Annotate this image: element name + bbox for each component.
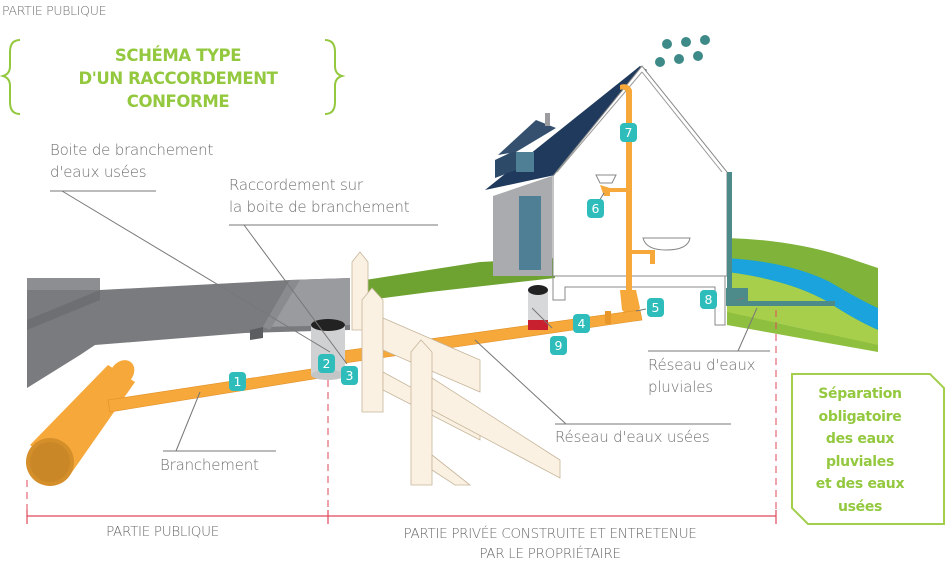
badge-4: 4 — [573, 314, 590, 333]
badge-7: 7 — [620, 123, 637, 142]
label-line: PAR LE PROPRIÉTAIRE — [479, 546, 621, 562]
right-brace — [324, 39, 346, 115]
note-line: usées — [837, 498, 883, 515]
badge-2: 2 — [318, 354, 335, 373]
badge-8: 8 — [700, 290, 717, 309]
pipe-joint — [605, 311, 611, 324]
diagram-title: SCHÉMA TYPE D'UN RACCORDEMENT CONFORME — [40, 44, 316, 113]
title-line: D'UN RACCORDEMENT — [78, 69, 278, 88]
separation-note: Séparation obligatoire des eaux pluviale… — [790, 383, 930, 518]
badge-9: 9 — [550, 336, 567, 355]
callout-branchement: Branchement — [160, 456, 259, 474]
note-line: Séparation — [818, 386, 902, 402]
fence — [351, 251, 561, 486]
house — [485, 65, 728, 326]
note-line: des eaux — [825, 431, 895, 447]
callout-boite-branchement: Boite de branchement d'eaux usées — [50, 139, 213, 183]
branch-pipe — [107, 367, 321, 413]
callout-line: Réseau d'eaux — [648, 356, 756, 374]
road — [27, 278, 350, 388]
callout-reseau-pluviales: Réseau d'eaux pluviales — [648, 354, 756, 398]
landscape-right — [727, 238, 878, 352]
boundary-ruler — [26, 510, 777, 524]
callout-line: Boite de branchement — [50, 141, 214, 159]
callout-reseau-usees: Réseau d'eaux usées — [555, 428, 710, 446]
label-partie-publique: PARTIE PUBLIQUE — [106, 524, 219, 540]
callout-line: d'eaux usées — [50, 163, 147, 181]
badge-1: 1 — [229, 372, 246, 391]
inspection-box-9 — [528, 285, 548, 330]
left-brace — [0, 39, 21, 115]
badge-3: 3 — [341, 366, 358, 385]
separation-box-outline — [791, 373, 945, 525]
badge-6: 6 — [587, 199, 604, 218]
section-label-top: PARTIE PUBLIQUE — [2, 3, 107, 18]
boundary-dashes — [26, 310, 777, 515]
callout-line: Raccordement sur — [229, 176, 363, 194]
label-line: PARTIE PRIVÉE CONSTRUITE ET ENTRETENUE — [403, 526, 697, 542]
label-partie-privee: PARTIE PRIVÉE CONSTRUITE ET ENTRETENUE P… — [330, 524, 770, 564]
callout-raccordement: Raccordement sur la boite de branchement — [229, 174, 410, 218]
rain-drops — [655, 35, 710, 67]
callout-lines — [50, 190, 770, 452]
note-line: obligatoire — [818, 408, 902, 425]
note-line: pluviales — [825, 453, 895, 470]
callout-line: pluviales — [648, 378, 713, 396]
sink-upper — [595, 174, 617, 184]
badge-5: 5 — [647, 298, 664, 317]
sink-lower — [642, 237, 691, 251]
callout-line: la boite de branchement — [229, 198, 410, 216]
stormwater-pipe — [726, 172, 835, 306]
note-line: et des eaux — [815, 476, 905, 492]
main-sewer-pipe — [26, 360, 135, 486]
title-line: CONFORME — [126, 92, 230, 111]
title-line: SCHÉMA TYPE — [114, 46, 242, 65]
